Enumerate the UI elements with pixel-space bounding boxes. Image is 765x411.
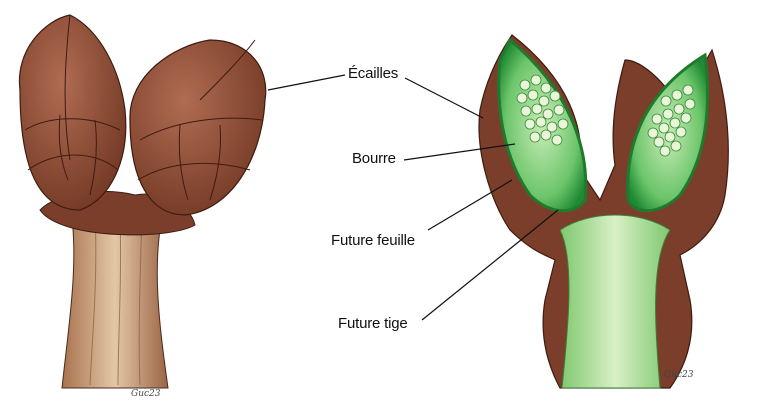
leader-future-tige <box>422 210 558 320</box>
signature-left: Guc23 <box>131 389 160 399</box>
label-future-tige: Future tige <box>338 315 408 332</box>
label-bourre: Bourre <box>352 150 396 167</box>
left-bud-1 <box>19 15 125 210</box>
left-bud-2 <box>130 40 266 215</box>
label-ecailles: Écailles <box>348 65 398 82</box>
right-green-stem <box>560 215 670 388</box>
leader-ecailles-left <box>268 75 345 90</box>
leader-ecailles-right <box>405 78 483 118</box>
label-future-feuille: Future feuille <box>331 232 415 249</box>
right-section-bud <box>479 35 728 388</box>
left-closed-bud <box>19 15 265 388</box>
signature-right: Guc23 <box>664 370 693 380</box>
